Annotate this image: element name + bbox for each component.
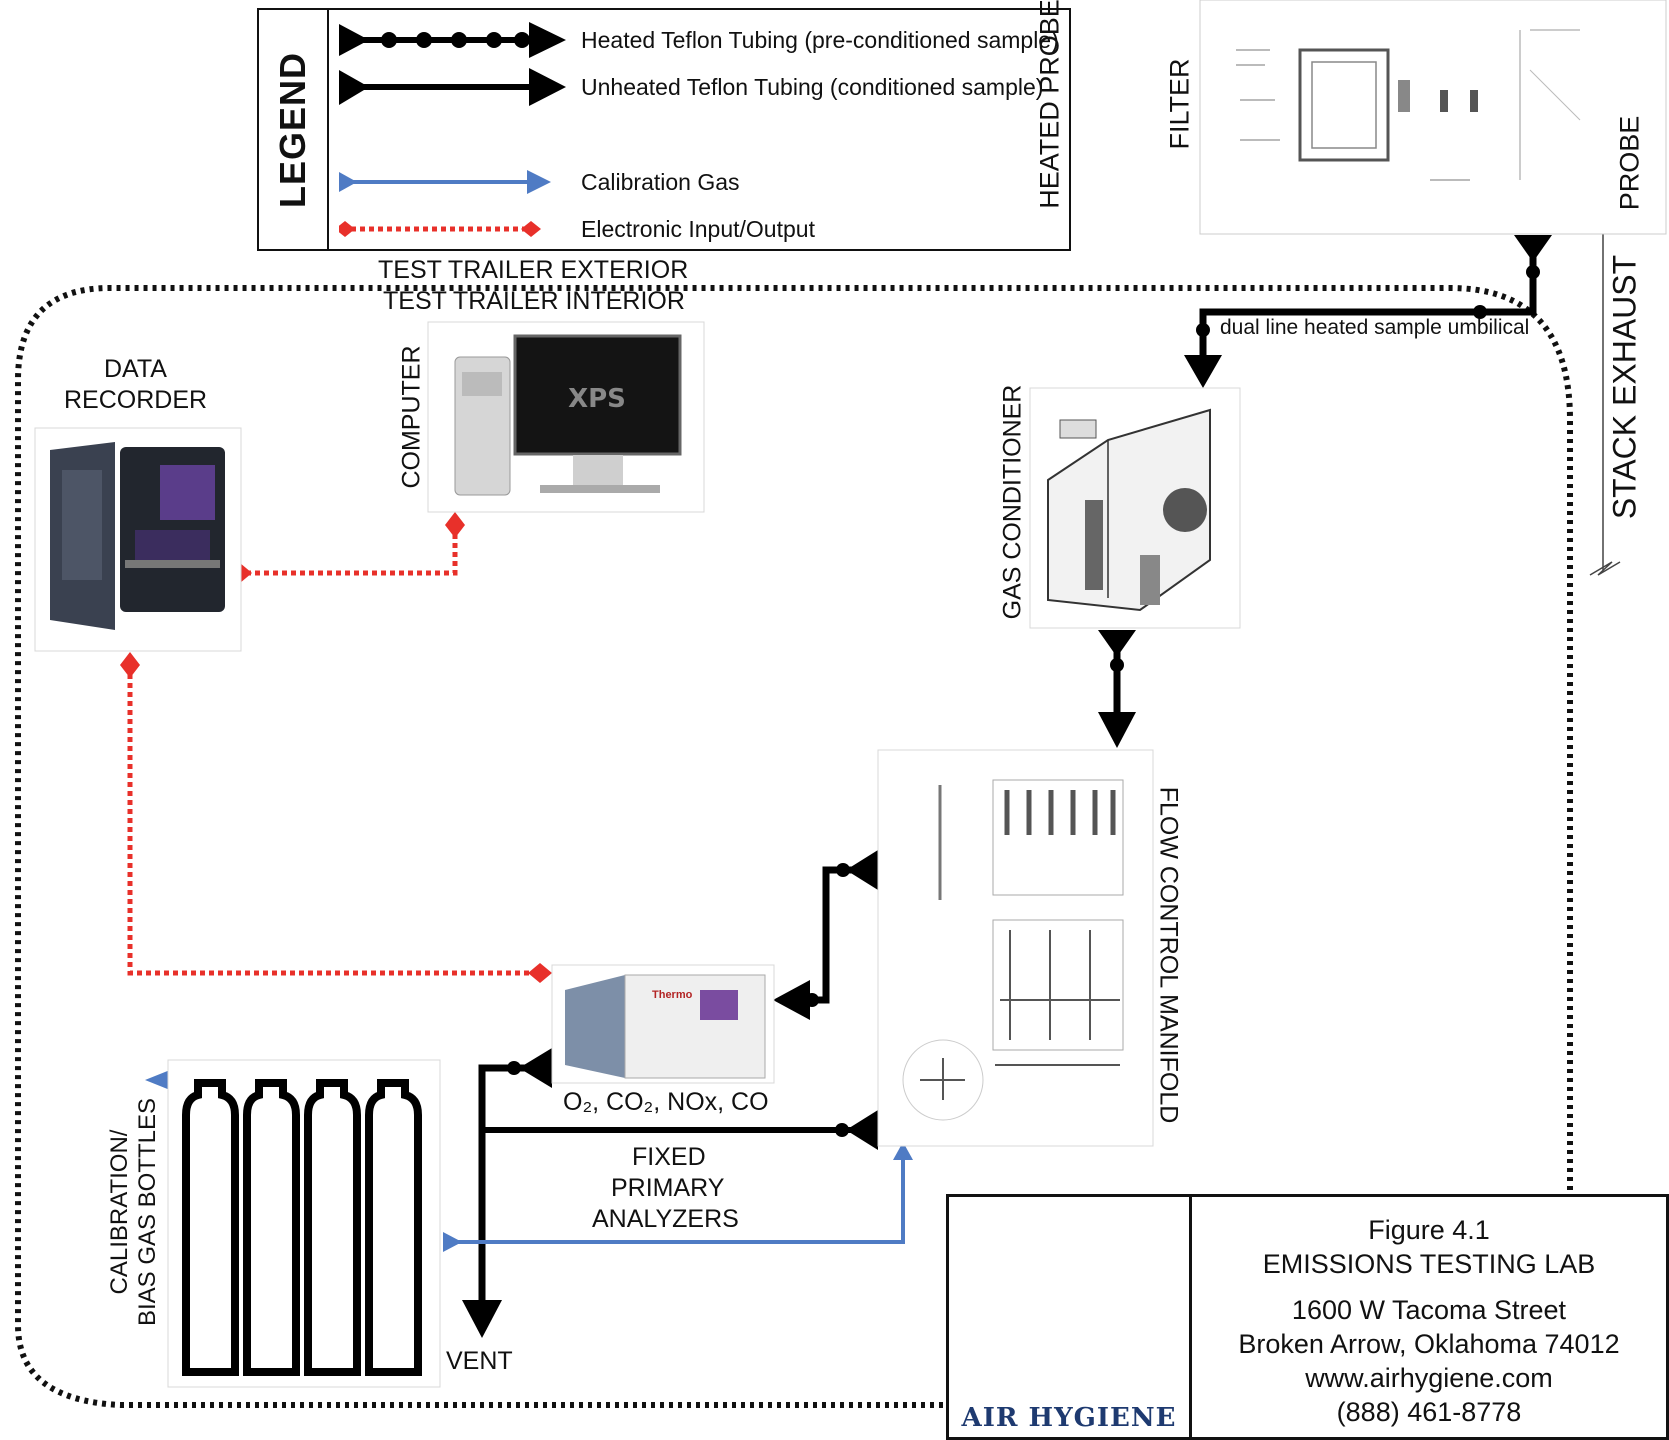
legend-title: LEGEND — [272, 51, 313, 209]
interior-label: TEST TRAILER INTERIOR — [383, 287, 685, 315]
data-recorder-label-2: RECORDER — [64, 386, 208, 414]
manifold-bypass-arrow — [846, 1110, 878, 1150]
phone-number: (888) 461-8778 — [1336, 1397, 1522, 1427]
umbilical-start-arrow — [1514, 235, 1552, 262]
manifold-bypass-node — [835, 1123, 849, 1137]
lab-title: EMISSIONS TESTING LAB — [1262, 1249, 1596, 1279]
conditioner-out-arrow — [1098, 630, 1136, 657]
vent-arrow — [462, 1300, 502, 1338]
logo-text: AIR HYGIENE — [961, 1403, 1177, 1433]
flow-control-manifold-device — [877, 749, 1154, 1147]
io-diamond — [528, 963, 552, 983]
analyzer-in-arrow — [773, 980, 810, 1020]
computer-device: XPS — [427, 321, 705, 513]
legend-label-electronic: Electronic Input/Output — [581, 216, 815, 242]
umbilical-node — [1473, 305, 1487, 319]
io-diamond — [120, 652, 140, 678]
title-block-divider — [1189, 1197, 1192, 1437]
gas-bottle — [182, 1079, 239, 1376]
umbilical-node — [1526, 265, 1540, 279]
umbilical-end-arrow — [1184, 355, 1222, 388]
figure-number: Figure 4.1 — [1368, 1215, 1490, 1245]
umbilical-label: dual line heated sample umbilical — [1220, 316, 1530, 339]
umbilical-node — [1196, 323, 1210, 337]
legend-swatches — [339, 22, 566, 237]
io-diamond — [445, 512, 465, 538]
flow-control-manifold-label: FLOW CONTROL MANIFOLD — [1154, 786, 1183, 1124]
manifold-out-arrow — [846, 850, 878, 890]
stack-exhaust-label: STACK EXHAUST — [1606, 254, 1643, 520]
calibration-source-marker — [443, 1232, 462, 1252]
analyzer-to-vent-line — [478, 1064, 552, 1310]
data-recorder-device — [34, 427, 242, 652]
legend-swatch-calibration — [339, 170, 551, 194]
computer-recorder-link — [248, 525, 458, 576]
calibration-bias-arrow — [145, 1070, 170, 1090]
legend-label-calibration: Calibration Gas — [581, 169, 740, 195]
legend-label-unheated: Unheated Teflon Tubing (conditioned samp… — [581, 74, 1044, 100]
probe-label: PROBE — [1614, 115, 1645, 211]
stack-break-mark — [1589, 561, 1621, 576]
calibration-gas-line — [445, 1160, 905, 1244]
manifold-to-analyzer-line — [780, 866, 878, 1004]
heated-probe-filter-drawing — [1199, 0, 1667, 235]
primary-label: PRIMARY — [611, 1174, 725, 1202]
legend-swatch-heated — [339, 22, 566, 58]
data-recorder-label-1: DATA — [104, 355, 167, 383]
legend: LEGEND Heated Teflon Tubing (pre-conditi… — [257, 8, 1071, 251]
analyzer-brand-label: Thermo — [652, 989, 693, 1001]
gas-conditioner-device — [1029, 387, 1241, 629]
fixed-label: FIXED — [632, 1143, 706, 1171]
legend-label-heated: Heated Teflon Tubing (pre-conditioned sa… — [581, 27, 1059, 53]
analyzer-device: Thermo — [551, 964, 775, 1084]
legend-swatch-electronic — [339, 221, 541, 237]
filter-label: FILTER — [1164, 58, 1195, 150]
street-address: 1600 W Tacoma Street — [1291, 1295, 1567, 1325]
gas-conditioner-label: GAS CONDITIONER — [998, 384, 1027, 620]
analyzers-label: ANALYZERS — [592, 1205, 739, 1233]
exterior-label: TEST TRAILER EXTERIOR — [378, 256, 689, 284]
heated-probe-label: HEATED PROBE — [1034, 0, 1065, 209]
analyzer-out-node — [507, 1061, 521, 1075]
gas-bottle — [304, 1079, 361, 1376]
svg-text:XPS: XPS — [568, 384, 626, 414]
city-address: Broken Arrow, Oklahoma 74012 — [1238, 1329, 1620, 1359]
website: www.airhygiene.com — [1305, 1363, 1553, 1393]
legend-swatch-unheated — [339, 68, 566, 106]
analyzer-node — [805, 993, 819, 1007]
gas-bottle — [243, 1079, 300, 1376]
recorder-analyzer-link — [127, 665, 540, 976]
vent-label: VENT — [446, 1347, 513, 1375]
gas-bottle — [365, 1079, 422, 1376]
cal-bottles-label-2: BIAS GAS BOTTLES — [134, 1097, 161, 1327]
computer-label: COMPUTER — [397, 345, 426, 489]
analyzer-out-arrow — [519, 1048, 552, 1088]
legend-title-cell: LEGEND — [259, 10, 329, 249]
calibration-gas-arrow — [893, 1142, 913, 1160]
gas-bottles-panel — [167, 1059, 441, 1388]
title-block: AIR HYGIENE Figure 4.1 EMISSIONS TESTING… — [946, 1194, 1669, 1440]
cal-bottles-label-1: CALIBRATION/ — [106, 1129, 133, 1295]
conditioner-node — [1110, 658, 1124, 672]
manifold-in-arrow — [1098, 712, 1136, 748]
analyzer-gases-label: O₂, CO₂, NOx, CO — [563, 1088, 769, 1116]
manifold-node — [836, 863, 850, 877]
